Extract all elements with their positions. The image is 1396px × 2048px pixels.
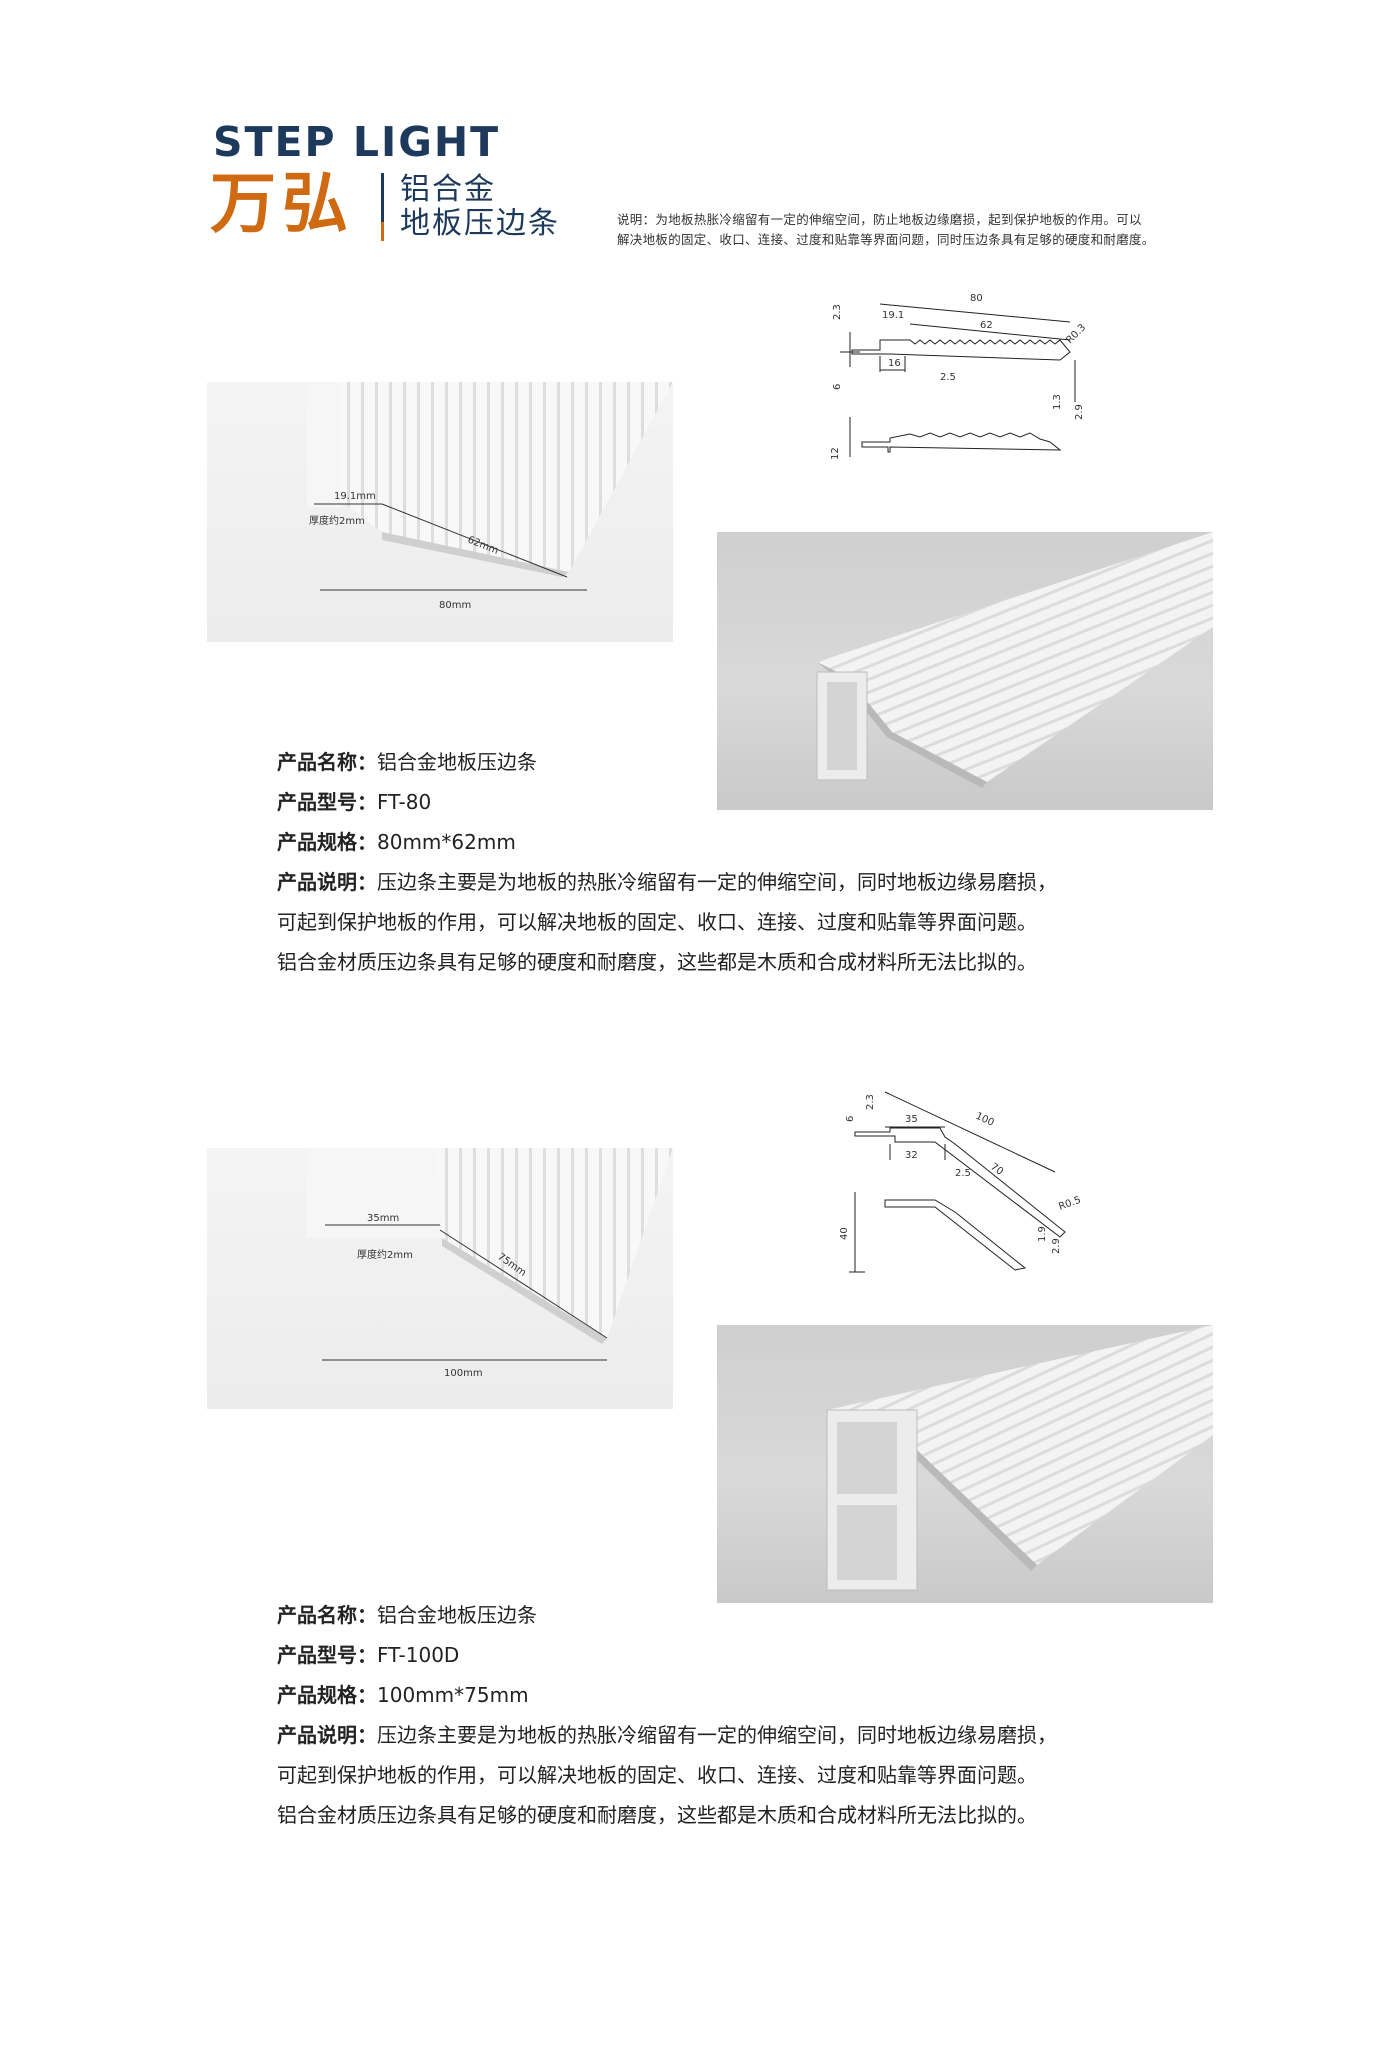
dim-6: 6: [845, 1116, 856, 1122]
dim-19-1: 19.1: [882, 310, 904, 321]
product-1-desc-label: 产品说明: [277, 870, 357, 894]
product-2-name: 铝合金地板压边条: [377, 1603, 537, 1627]
product-2-spec-row: 产品规格：100mm*75mm: [277, 1683, 529, 1707]
product-2-render: [717, 1325, 1213, 1603]
dim-80: 80: [970, 293, 983, 304]
dim-2-5: 2.5: [955, 1168, 971, 1179]
product-2-desc-line-3: 铝合金材质压边条具有足够的硬度和耐磨度，这些都是木质和合成材料所无法比拟的。: [277, 1803, 1037, 1827]
product-2-desc-label: 产品说明: [277, 1723, 357, 1747]
dim-2-3: 2.3: [832, 304, 843, 320]
product-1-photo-label-width: 19.1mm: [334, 491, 376, 502]
product-1-photo-drawing: 19.1mm 厚度约2mm 62mm 80mm: [307, 382, 673, 611]
subtitle-line-1: 铝合金: [400, 172, 496, 207]
dim-r0-5: R0.5: [1057, 1195, 1082, 1213]
product-2-photo-drawing: 35mm 厚度约2mm 75mm 100mm: [307, 1148, 673, 1379]
product-2-desc-line-2: 可起到保护地板的作用，可以解决地板的固定、收口、连接、过度和贴靠等界面问题。: [277, 1763, 1037, 1787]
dim-6: 6: [832, 384, 843, 390]
product-2-photo: 35mm 厚度约2mm 75mm 100mm: [207, 1148, 673, 1409]
dim-70: 70: [988, 1161, 1005, 1177]
header-note-line-2: 解决地板的固定、收口、连接、过度和贴靠等界面问题，同时压边条具有足够的硬度和耐磨…: [617, 232, 1155, 247]
dim-12: 12: [830, 447, 841, 460]
product-1-name: 铝合金地板压边条: [377, 750, 537, 774]
product-1-photo: 19.1mm 厚度约2mm 62mm 80mm: [207, 382, 673, 642]
product-1-technical-drawing: 80 62 19.1 2.3 6 16 2.5 R0.3 1.3 2.9 12: [830, 282, 1110, 482]
product-1-name-row: 产品名称：铝合金地板压边条: [277, 750, 537, 774]
product-2-render-top-face: [827, 1325, 1213, 1565]
brand-divider-accent: [381, 222, 384, 241]
product-2-name-label: 产品名称: [277, 1603, 357, 1627]
product-1-ribbed-surface: [342, 382, 673, 572]
dim-62: 62: [980, 320, 993, 331]
product-1-render: [717, 532, 1213, 810]
product-1-drawing-svg: 80 62 19.1 2.3 6 16 2.5 R0.3 1.3 2.9 12: [830, 293, 1088, 460]
product-1-photo-label-total: 80mm: [439, 600, 471, 611]
product-1-desc-line-1: 压边条主要是为地板的热胀冷缩留有一定的伸缩空间，同时地板边缘易磨损，: [377, 870, 1057, 894]
brand-name-cn: 万弘: [210, 164, 354, 242]
product-2-description: 产品说明：压边条主要是为地板的热胀冷缩留有一定的伸缩空间，同时地板边缘易磨损， …: [277, 1715, 1197, 1835]
brand-name-en: STEP LIGHT: [213, 118, 501, 166]
product-1-dim-line-slope: [381, 503, 568, 578]
product-1-spec: 80mm*62mm: [377, 830, 516, 854]
dim-2-9: 2.9: [1074, 404, 1085, 420]
product-1-model-label: 产品型号: [277, 790, 357, 814]
dim-2-3: 2.3: [865, 1094, 876, 1110]
dim-1-9: 1.9: [1037, 1226, 1048, 1242]
product-2-desc-line-1: 压边条主要是为地板的热胀冷缩留有一定的伸缩空间，同时地板边缘易磨损，: [377, 1723, 1057, 1747]
product-2-spec: 100mm*75mm: [377, 1683, 529, 1707]
product-2-photo-label-total: 100mm: [444, 1368, 483, 1379]
product-2-technical-drawing: 100 35 70 32 2.3 6 2.5 R0.5 1.9 2.9 40: [835, 1082, 1105, 1282]
dim-1-3: 1.3: [1052, 394, 1063, 410]
product-2-ribbed-surface: [437, 1148, 673, 1338]
header-note: 说明：为地板热胀冷缩留有一定的伸缩空间，防止地板边缘磨损，起到保护地板的作用。可…: [617, 210, 1227, 250]
dim-32: 32: [905, 1150, 918, 1161]
dim-2-9: 2.9: [1051, 1238, 1062, 1254]
product-2-spec-label: 产品规格: [277, 1683, 357, 1707]
product-2-photo-label-width: 35mm: [367, 1213, 399, 1224]
product-1-flat-lip: [307, 382, 342, 507]
product-1-render-top-face: [817, 532, 1213, 782]
product-1-description: 产品说明：压边条主要是为地板的热胀冷缩留有一定的伸缩空间，同时地板边缘易磨损， …: [277, 862, 1197, 982]
product-1-photo-label-thickness: 厚度约2mm: [309, 514, 365, 527]
dim-r0-3: R0.3: [1064, 322, 1088, 346]
product-1-model: FT-80: [377, 790, 432, 814]
brand-subtitle: 铝合金 地板压边条: [400, 173, 560, 241]
dim-35: 35: [905, 1114, 918, 1125]
product-2-model-row: 产品型号：FT-100D: [277, 1643, 460, 1667]
product-1-model-row: 产品型号：FT-80: [277, 790, 432, 814]
dim-100: 100: [974, 1111, 996, 1129]
product-2-flat-lip: [307, 1148, 442, 1238]
product-1-info: 产品名称：铝合金地板压边条 产品型号：FT-80 产品规格：80mm*62mm: [277, 742, 537, 862]
brand-divider: [381, 173, 384, 241]
product-1-desc-line-3: 铝合金材质压边条具有足够的硬度和耐磨度，这些都是木质和合成材料所无法比拟的。: [277, 950, 1037, 974]
product-2-info: 产品名称：铝合金地板压边条 产品型号：FT-100D 产品规格：100mm*75…: [277, 1595, 537, 1715]
product-2-drawing-svg: 100 35 70 32 2.3 6 2.5 R0.5 1.9 2.9 40: [839, 1091, 1083, 1273]
product-1-name-label: 产品名称: [277, 750, 357, 774]
product-1-render-svg: [816, 532, 1213, 788]
dim-40: 40: [839, 1227, 850, 1240]
dim-16: 16: [888, 358, 901, 369]
product-2-dim-line-slope: [439, 1229, 608, 1339]
product-1-spec-label: 产品规格: [277, 830, 357, 854]
header-note-line-1: 说明：为地板热胀冷缩留有一定的伸缩空间，防止地板边缘磨损，起到保护地板的作用。可…: [617, 212, 1142, 227]
product-2-render-svg: [826, 1325, 1213, 1591]
product-1-spec-row: 产品规格：80mm*62mm: [277, 830, 516, 854]
dim-2-5: 2.5: [940, 372, 956, 383]
product-1-desc-line-2: 可起到保护地板的作用，可以解决地板的固定、收口、连接、过度和贴靠等界面问题。: [277, 910, 1037, 934]
product-2-photo-label-thickness: 厚度约2mm: [357, 1248, 413, 1261]
product-2-name-row: 产品名称：铝合金地板压边条: [277, 1603, 537, 1627]
subtitle-line-2: 地板压边条: [400, 206, 560, 241]
product-2-model-label: 产品型号: [277, 1643, 357, 1667]
product-2-model: FT-100D: [377, 1643, 460, 1667]
